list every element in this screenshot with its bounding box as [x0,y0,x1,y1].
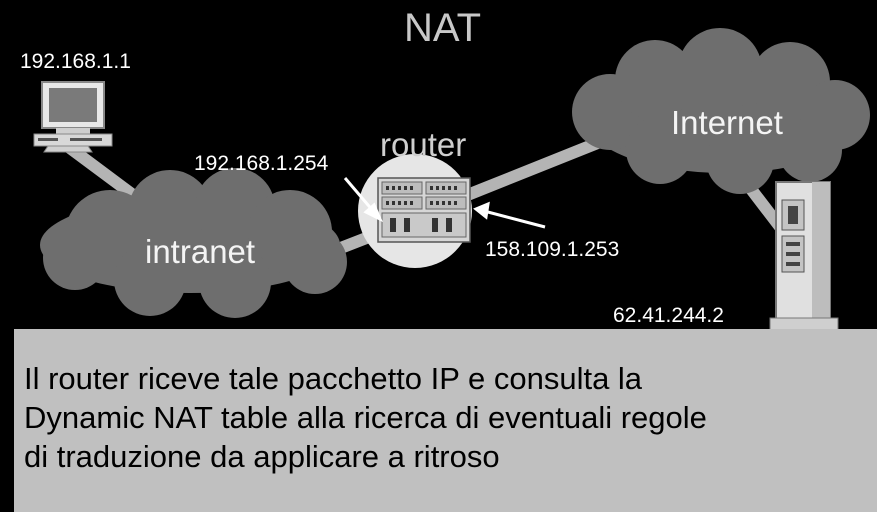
internet-cloud [572,28,870,194]
arrow-internal-interface [343,177,376,213]
link-router-internet [454,136,606,204]
slide-title: NAT [404,6,482,50]
router-icon [358,154,472,268]
internet-label: Internet [671,104,783,141]
router-label: router [380,126,467,163]
arrow-external-interface [483,209,546,229]
server-ip-label: 62.41.244.2 [613,304,724,327]
caption-text: Il router riceve tale pacchetto IP e con… [24,361,707,474]
router-internal-ip-label: 192.168.1.254 [194,152,329,175]
intranet-cloud [40,168,347,318]
interface-arrows [343,177,546,229]
pc-ip-label: 192.168.1.1 [20,50,131,73]
computer-icon [33,81,113,153]
router-external-ip-label: 158.109.1.253 [485,238,620,261]
server-icon [769,181,839,331]
intranet-label: intranet [145,233,256,270]
caption-box: Il router riceve tale pacchetto IP e con… [14,329,877,512]
